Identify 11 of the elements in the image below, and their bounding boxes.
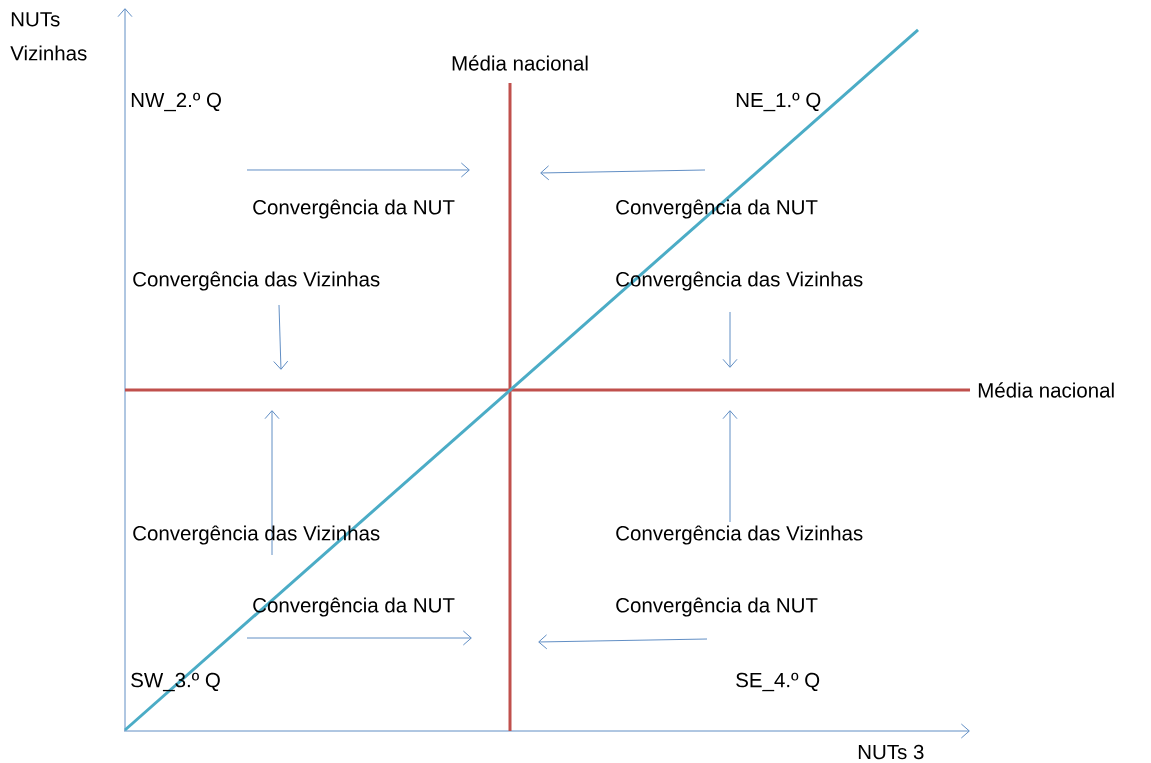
label: Média nacional bbox=[452, 55, 588, 71]
axis-label: NUTs Vizinhas bbox=[10, 12, 87, 61]
label: Média nacional bbox=[978, 382, 1114, 398]
label: Convergência das Vizinhas bbox=[616, 525, 863, 545]
label: Convergência da NUT bbox=[253, 199, 455, 219]
label: NW_2.º Q bbox=[131, 92, 221, 112]
label: Convergência da NUT bbox=[616, 597, 818, 617]
label: NE_1.º Q bbox=[736, 92, 821, 112]
label: Convergência das Vizinhas bbox=[133, 271, 380, 291]
label: SE_4.º Q bbox=[736, 672, 820, 692]
axis-label: NUTs 3 bbox=[858, 744, 924, 760]
